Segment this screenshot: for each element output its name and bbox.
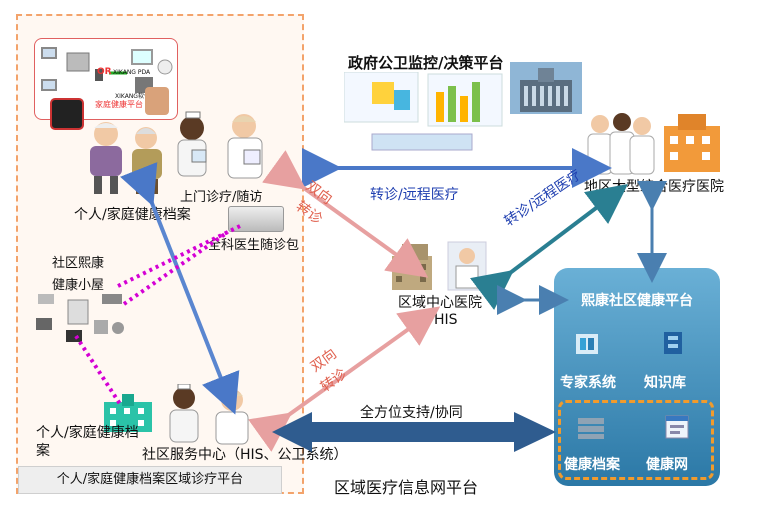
chart-icon <box>344 72 503 151</box>
inset-platform-label: 家庭健康平台 <box>95 100 143 109</box>
community-hut-label-1: 社区熙康 <box>52 256 105 271</box>
bidirectional-upper-connector <box>262 150 429 278</box>
regional-platform-bar: 个人/家庭健康档案区域诊疗平台 <box>18 466 282 494</box>
inset-software-label: XIKANG软件 <box>115 93 150 100</box>
network-platform-label: 区域医疗信息网平台 <box>334 478 479 497</box>
dotted-link-lower <box>74 334 122 406</box>
community-hut-label-2: 健康小屋 <box>52 278 105 293</box>
personal-archive-bottom-label-1: 个人/家庭健康档 <box>36 425 139 441</box>
knowledge-base-label: 知识库 <box>644 375 686 391</box>
medical-device-icon <box>50 98 84 130</box>
personal-archive-bottom-label-2: 案 <box>36 443 50 459</box>
full-support-double-arrow <box>272 412 556 452</box>
referral-remote-top-label: 转诊/远程医疗 <box>370 187 459 203</box>
dotted-link-upper <box>117 224 241 288</box>
elderly-portrait-icon <box>145 87 169 115</box>
center-hospital-connector <box>469 183 628 311</box>
database-icon <box>664 332 682 354</box>
computer-icon <box>41 47 173 93</box>
full-support-label: 全方位支持/协同 <box>360 405 463 421</box>
server-icon <box>576 334 598 354</box>
web-page-icon <box>665 415 689 439</box>
inset-or-label: OR <box>97 67 112 77</box>
dotted-link-middle <box>122 230 230 306</box>
archive-group-frame <box>558 400 714 480</box>
health-network-label: 健康网 <box>646 457 688 473</box>
expert-system-label: 专家系统 <box>560 375 616 391</box>
gov-platform-title: 政府公卫监控/决策平台 <box>348 54 504 72</box>
archive-community-connector <box>120 162 240 415</box>
bidirectional-lower-connector <box>248 306 441 452</box>
inset-pda-label: XIKANG PDA <box>113 69 151 76</box>
health-archive-label: 健康档案 <box>564 457 620 473</box>
archive-icon <box>578 418 604 439</box>
health-hut-icon <box>36 294 124 342</box>
government-building-icon <box>510 62 582 114</box>
